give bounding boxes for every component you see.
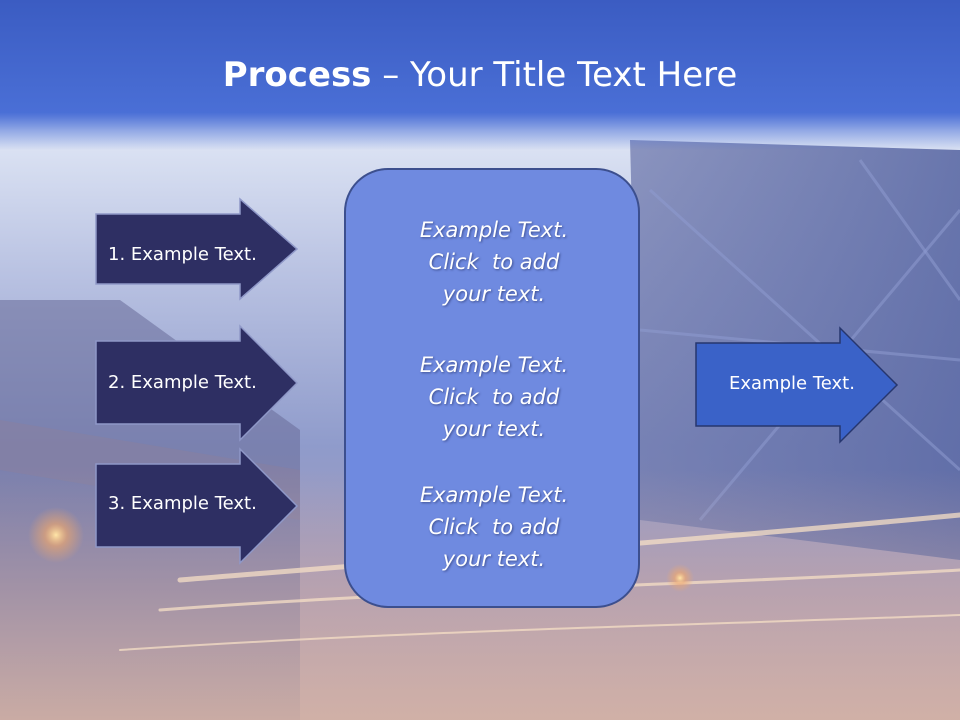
panel-line: your text. (442, 547, 546, 571)
panel-line: your text. (442, 282, 546, 306)
panel-line: your text. (442, 417, 546, 441)
panel-text-block-2[interactable]: Example Text. Click to add your text. (346, 349, 642, 445)
arrow-label-1: 1. Example Text. (108, 244, 257, 265)
title-bold-word: Process (222, 55, 372, 95)
arrow-shape-2[interactable] (94, 324, 300, 442)
center-text-panel[interactable]: Example Text. Click to add your text. Ex… (344, 168, 640, 608)
panel-line: Example Text. (419, 353, 569, 377)
panel-line: Click to add (428, 250, 560, 274)
arrow-label-3: 3. Example Text. (108, 493, 257, 514)
arrow-label-2: 2. Example Text. (108, 372, 257, 393)
panel-line: Click to add (428, 515, 560, 539)
panel-line: Example Text. (419, 483, 569, 507)
arrow-shape-3[interactable] (94, 447, 300, 565)
panel-line: Example Text. (419, 218, 569, 242)
arrow-label-right: Example Text. (729, 373, 855, 394)
panel-text-block-1[interactable]: Example Text. Click to add your text. (346, 214, 642, 310)
slide-title[interactable]: Process – Your Title Text Here (0, 52, 960, 98)
panel-line: Click to add (428, 385, 560, 409)
arrow-shape-right[interactable] (694, 326, 900, 444)
title-rest: – Your Title Text Here (371, 55, 738, 95)
arrow-shape-1[interactable] (94, 197, 300, 301)
panel-text-block-3[interactable]: Example Text. Click to add your text. (346, 479, 642, 575)
title-bar (0, 0, 960, 150)
